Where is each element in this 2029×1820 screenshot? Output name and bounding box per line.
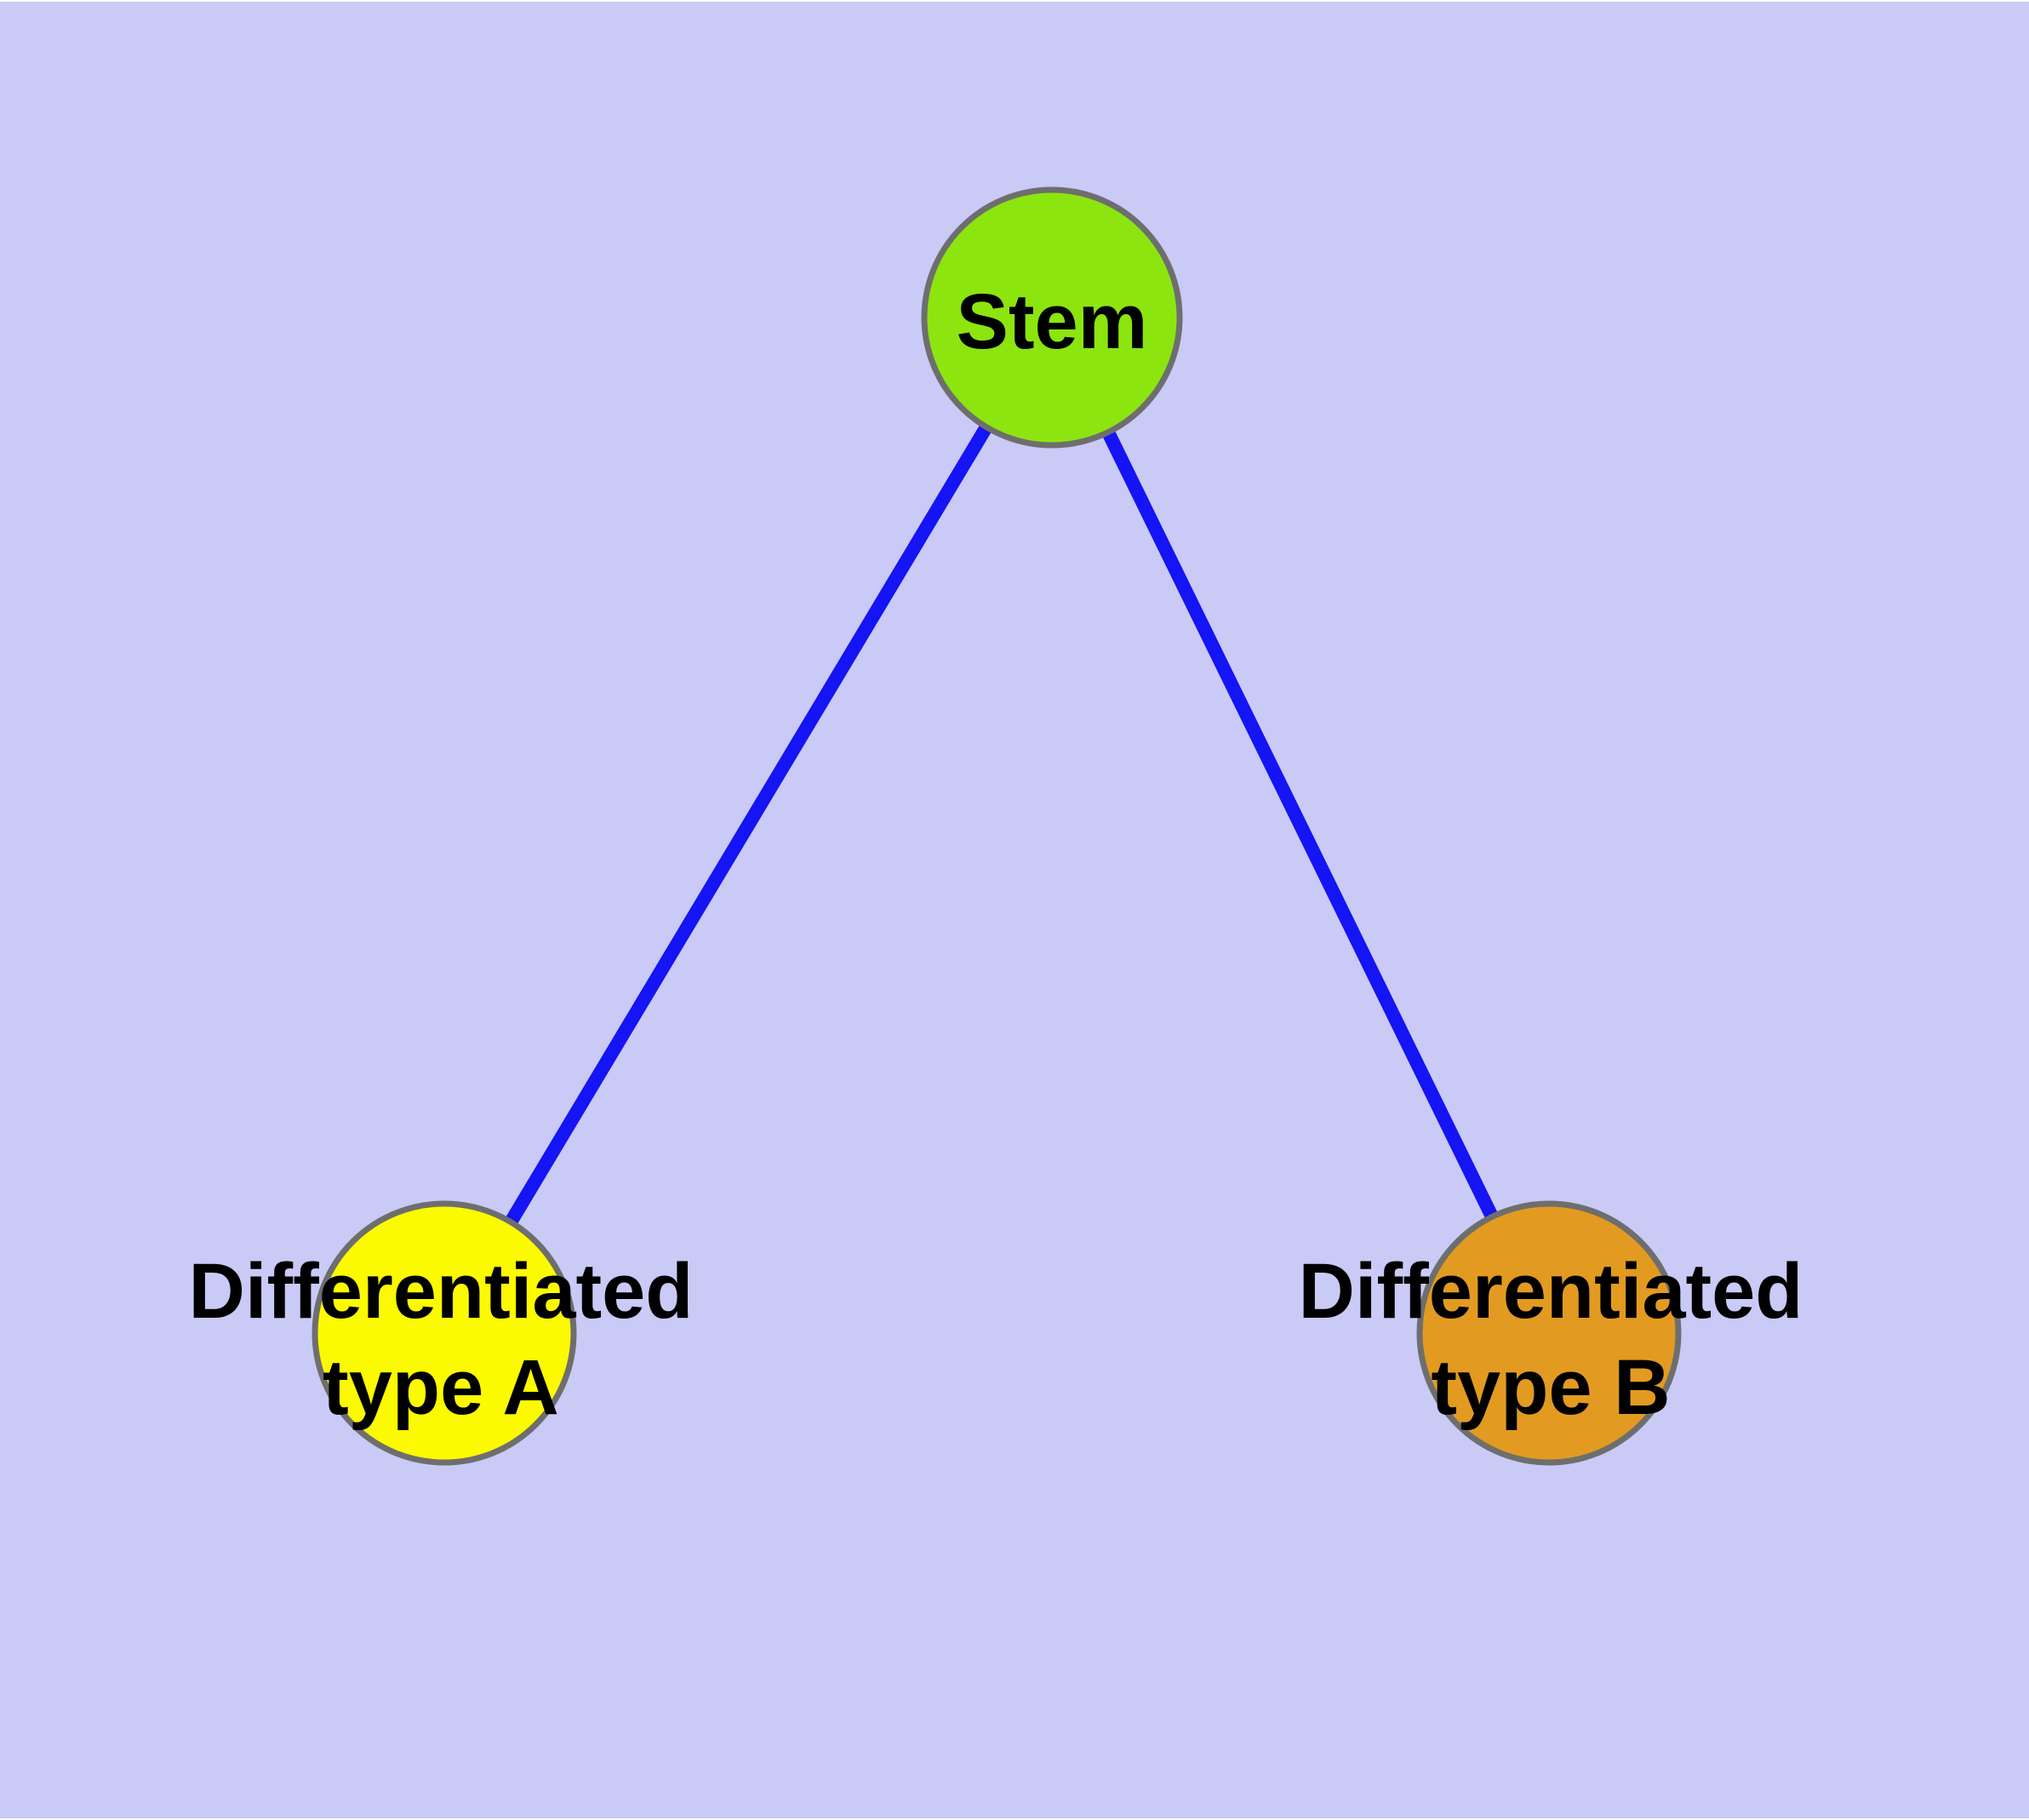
node-type-a-label-line2: type A (323, 1344, 559, 1431)
node-type-b-label-line1: Differentiated (1299, 1248, 1803, 1335)
edge-stem-to-type-a (438, 313, 1058, 1337)
edge-stem-to-type-b (1045, 314, 1556, 1336)
node-type-a-label-line1: Differentiated (189, 1248, 694, 1335)
node-differentiated-type-b: Differentiated type B (1299, 1200, 1803, 1466)
node-stem-circle (921, 186, 1183, 449)
node-type-b-circle (1416, 1200, 1682, 1466)
node-differentiated-type-a: Differentiated type A (189, 1200, 694, 1466)
node-stem: Stem (921, 186, 1183, 449)
node-stem-label: Stem (957, 278, 1148, 365)
node-type-a-circle (311, 1200, 577, 1466)
node-type-b-label-line2: type B (1431, 1344, 1670, 1431)
